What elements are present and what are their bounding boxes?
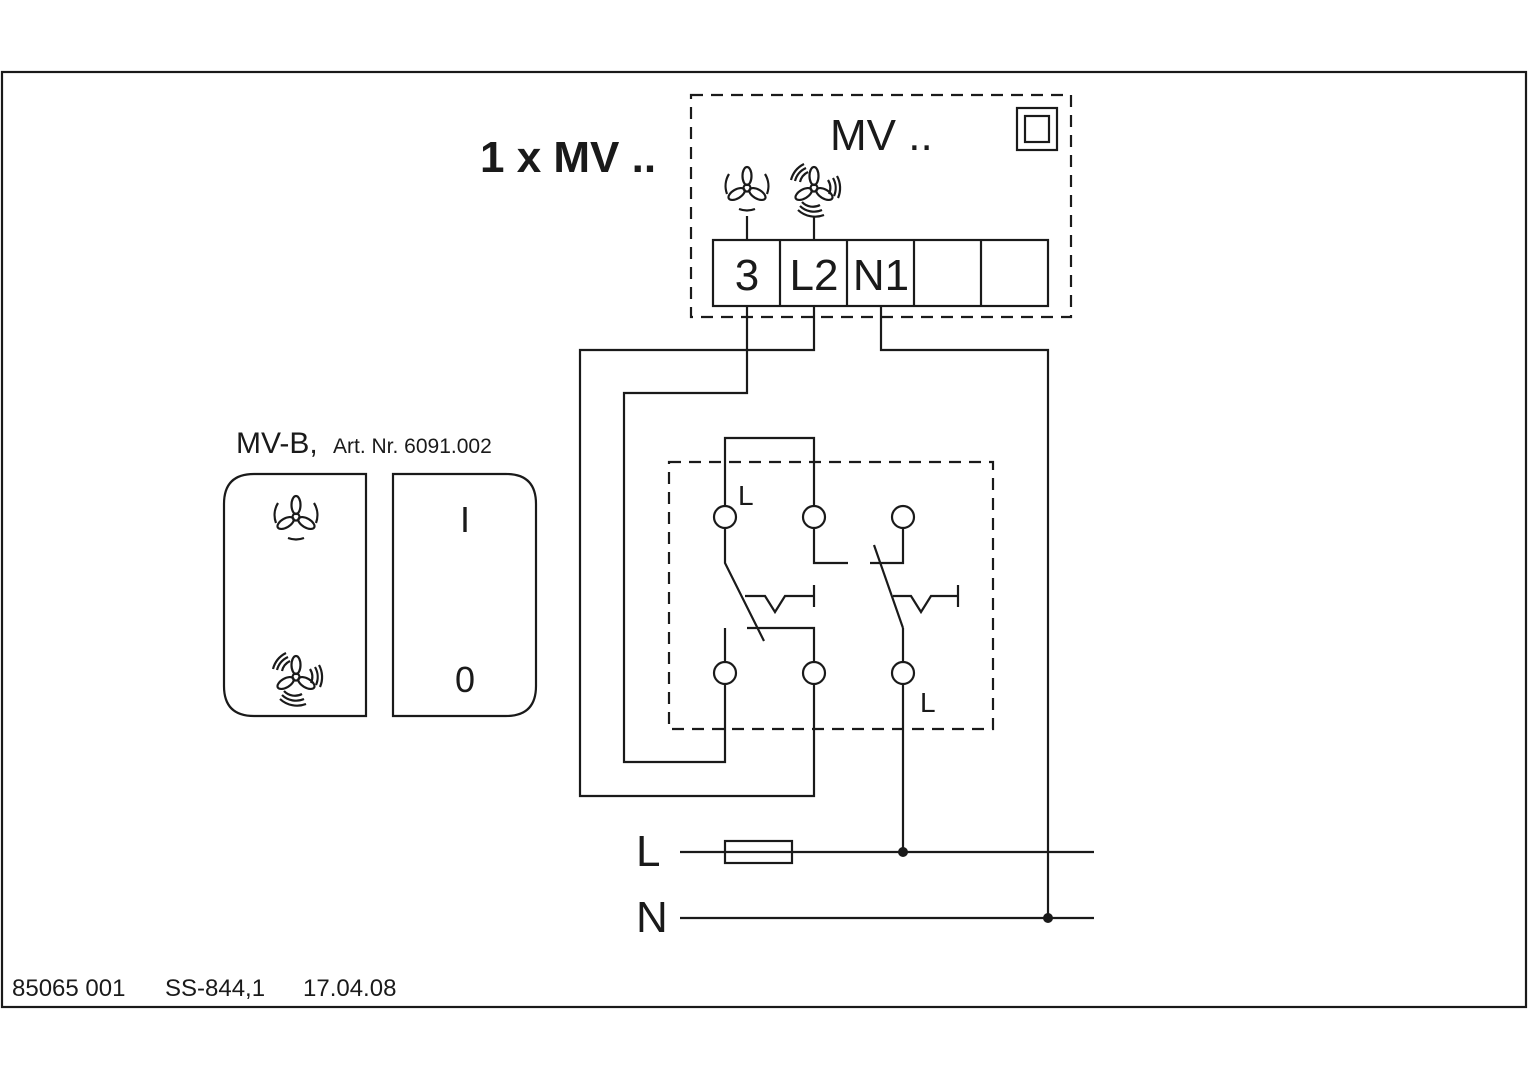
switch-article-number: Art. Nr. 6091.002: [333, 435, 492, 458]
terminal-l2: L2: [790, 251, 839, 300]
rocker-on-off: [391, 472, 538, 718]
line-label: L: [636, 827, 660, 876]
footer-doc-number: 85065 001: [12, 975, 125, 1002]
neutral-label: N: [636, 893, 668, 942]
terminal-3: 3: [735, 251, 759, 300]
fan-high-speed-icon: [273, 653, 322, 706]
switch-boundary: [667, 460, 995, 731]
drawing-border: [0, 70, 1528, 1009]
terminal-block: 3 L2 N1: [711, 238, 1050, 308]
switch-internals: L L: [667, 436, 995, 731]
wires: [578, 306, 1050, 918]
fan-high-speed-icon: [791, 164, 840, 217]
fan-low-speed-icon: [726, 167, 769, 210]
rocker-fan-speed: [222, 472, 368, 718]
rocker-off-label: 0: [455, 659, 475, 700]
wire-terminal-3: [622, 306, 749, 764]
switch-front: MV-B, Art. Nr. 6091.002 I 0: [222, 427, 538, 718]
rocker-on-label: I: [460, 499, 470, 540]
terminal-n1: N1: [853, 251, 909, 300]
switch-name: MV-B,: [236, 427, 318, 460]
bridge-wire: [723, 436, 816, 506]
supply-lines: L N: [636, 827, 1094, 942]
terminal-label-l-bottom: L: [920, 687, 936, 718]
diagram-title: 1 x MV ..: [480, 133, 656, 182]
fan-unit: MV .. 3 L2 N1: [689, 93, 1073, 319]
footer-date: 17.04.08: [303, 975, 396, 1002]
double-insulation-icon: [1015, 106, 1059, 152]
fan-unit-label: MV ..: [830, 111, 933, 160]
terminal-label-l-top: L: [738, 480, 754, 511]
footer-ref: SS-844,1: [165, 975, 265, 1002]
wire-terminal-l2: [578, 306, 816, 798]
wire-terminal-n1: [879, 306, 1050, 918]
fan-low-speed-icon: [275, 496, 318, 539]
fuse-icon: [723, 839, 794, 865]
